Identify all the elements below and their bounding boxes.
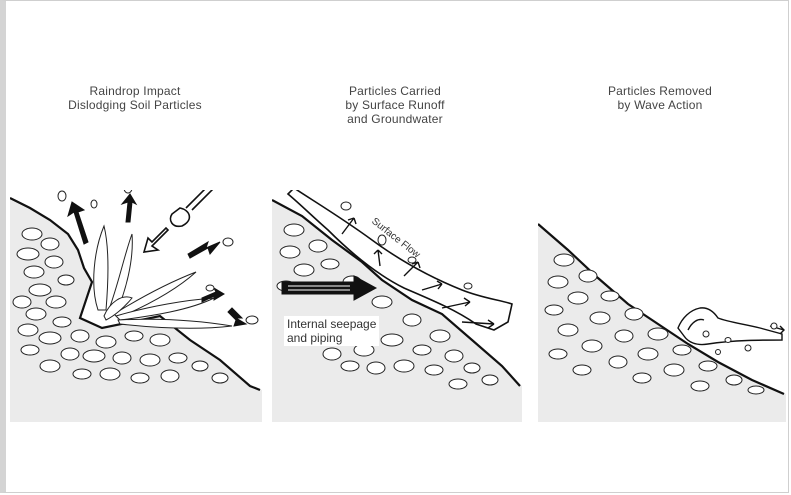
panel-raindrop-impact	[10, 190, 262, 422]
seepage-label-line: and piping	[287, 331, 376, 345]
caption-line: by Wave Action	[565, 98, 755, 112]
caption-line: Raindrop Impact	[40, 84, 230, 98]
runoff-illustration	[272, 190, 522, 422]
raindrop-impact-illustration	[10, 190, 262, 422]
caption-particles-carried: Particles Carried by Surface Runoff and …	[300, 84, 490, 126]
wave-action-illustration	[538, 190, 786, 422]
caption-line: Dislodging Soil Particles	[40, 98, 230, 112]
caption-line: by Surface Runoff	[300, 98, 490, 112]
caption-line: Particles Removed	[565, 84, 755, 98]
soil-particles	[58, 190, 258, 324]
seepage-label-line: Internal seepage	[287, 317, 376, 331]
raindrop-arrow	[144, 190, 214, 252]
panel-particles-carried: Surface Flow Internal seepage and piping	[272, 190, 522, 422]
splash-streaks	[94, 226, 232, 328]
caption-particles-removed: Particles Removed by Wave Action	[565, 84, 755, 112]
caption-raindrop-impact: Raindrop Impact Dislodging Soil Particle…	[40, 84, 230, 112]
caption-line: Particles Carried	[300, 84, 490, 98]
caption-line: and Groundwater	[300, 112, 490, 126]
panel-particles-removed	[538, 190, 786, 422]
seepage-label: Internal seepage and piping	[284, 316, 379, 346]
